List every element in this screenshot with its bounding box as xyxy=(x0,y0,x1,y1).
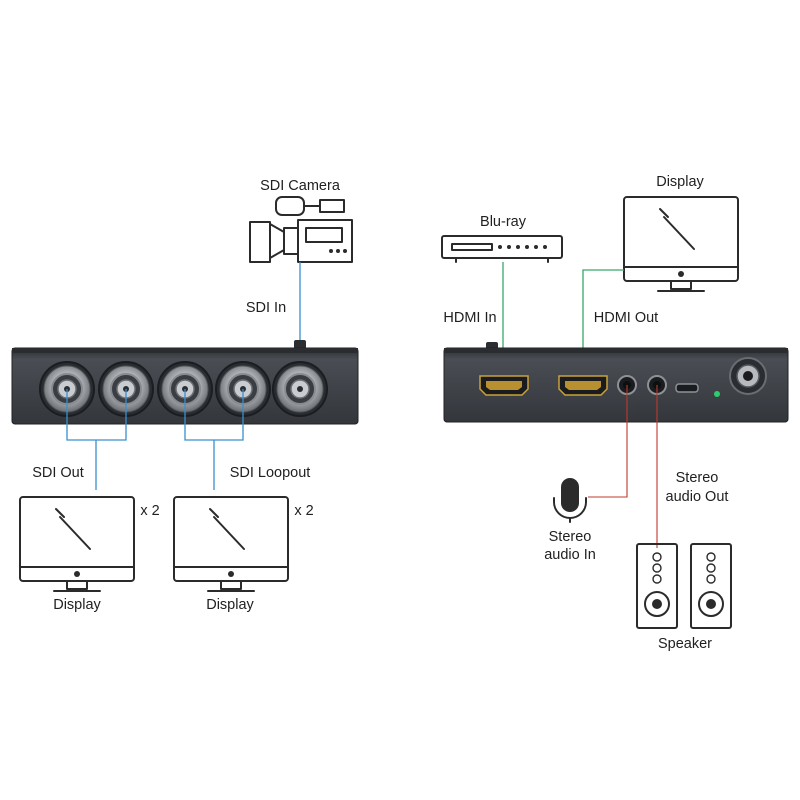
sdi-out-label: SDI Out xyxy=(32,465,84,481)
display-left-1-icon xyxy=(19,496,135,592)
stereo-audio-in-label-1: Stereo xyxy=(549,529,592,545)
audio-in-cable xyxy=(588,385,628,498)
sdi-camera-label: SDI Camera xyxy=(260,178,341,194)
bluray-player-icon xyxy=(441,235,563,263)
display-left-2-label: Display xyxy=(206,597,254,613)
sdi-in-label: SDI In xyxy=(246,300,286,316)
stereo-audio-out-label-2: audio Out xyxy=(666,489,729,505)
multiplier-2: x 2 xyxy=(294,503,313,519)
speaker-left-icon xyxy=(636,543,678,629)
hdmi-in-port xyxy=(479,375,529,396)
speaker-label: Speaker xyxy=(658,636,712,652)
speaker-right-icon xyxy=(690,543,732,629)
stereo-audio-out-label-1: Stereo xyxy=(676,470,719,486)
microphone-icon xyxy=(553,478,587,523)
display-left-1-label: Display xyxy=(53,597,101,613)
bluray-label: Blu-ray xyxy=(480,214,527,230)
sdi-loopout-label: SDI Loopout xyxy=(230,465,311,481)
sdi-in-port xyxy=(272,361,328,417)
multiplier-1: x 2 xyxy=(140,503,159,519)
usb-port-icon xyxy=(675,383,699,393)
display-left-2-icon xyxy=(173,496,289,592)
stereo-audio-in-label-2: audio In xyxy=(544,547,596,563)
sdi-camera-icon xyxy=(249,196,353,263)
power-led xyxy=(714,391,720,397)
display-right-label: Display xyxy=(656,174,704,190)
hdmi-out-port xyxy=(558,375,608,396)
hdmi-out-label: HDMI Out xyxy=(594,310,658,326)
display-right-icon xyxy=(623,196,739,292)
power-port-icon xyxy=(729,357,767,395)
hdmi-converter-device xyxy=(443,342,789,423)
hdmi-in-label: HDMI In xyxy=(443,310,496,326)
hdmi-out-cable xyxy=(582,269,624,376)
